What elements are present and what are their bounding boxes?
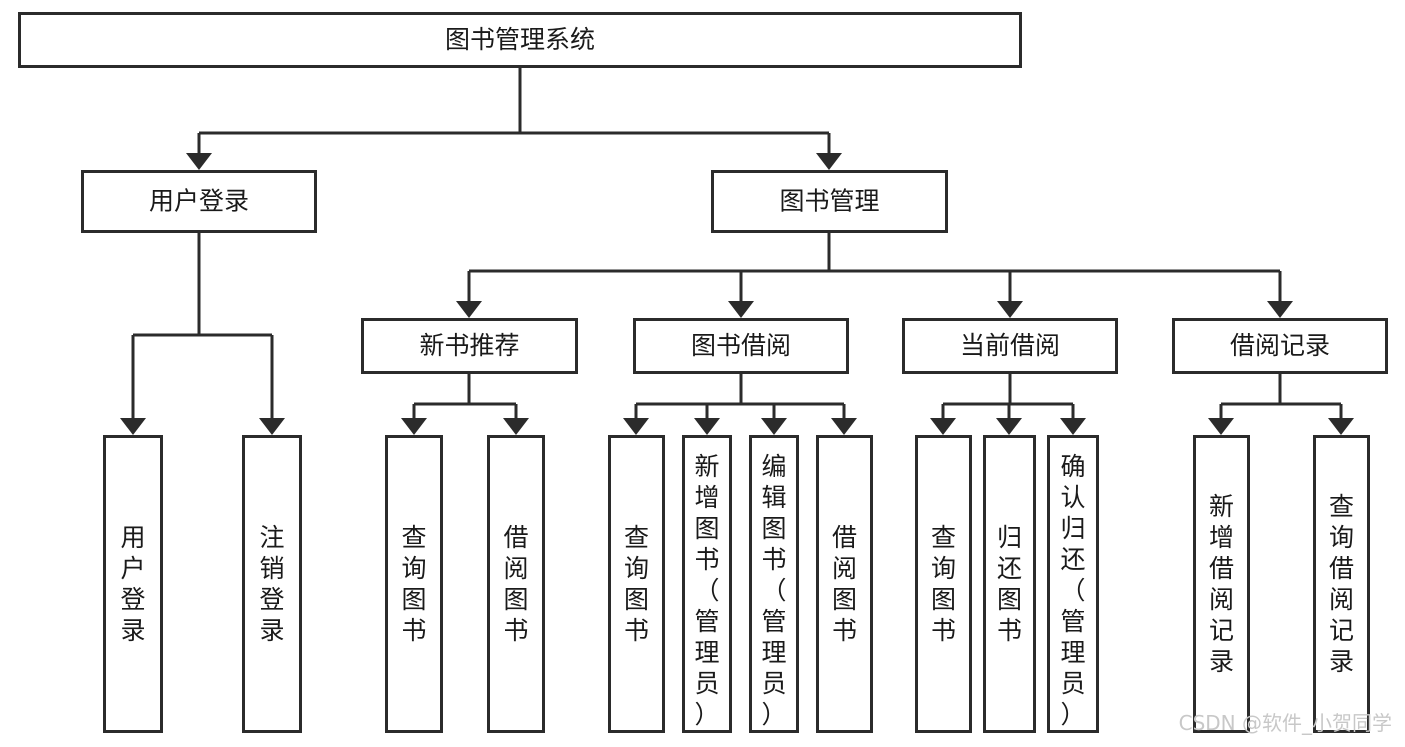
nodes-layer: 图书管理系统用户登录图书管理新书推荐图书借阅当前借阅借阅记录用户登录注销登录查询… — [18, 12, 1388, 733]
node-box — [81, 170, 317, 233]
node-label: 查询图书 — [624, 523, 649, 645]
node-label: 图书管理 — [779, 187, 879, 216]
node-leaf-borrow-book[interactable]: 借阅图书 — [816, 435, 873, 733]
node-box — [18, 12, 1022, 68]
node-leaf-borrow-book-rec[interactable]: 借阅图书 — [487, 435, 545, 733]
node-label: 借阅记录 — [1230, 331, 1330, 360]
node-leaf-logout[interactable]: 注销登录 — [242, 435, 302, 733]
node-label: 新增图书（管理员） — [694, 452, 719, 729]
node-box — [915, 435, 972, 733]
node-box — [749, 435, 799, 733]
node-box — [1193, 435, 1250, 733]
connector-bookmgmt-to-level3 — [456, 233, 1293, 318]
node-leaf-query-record[interactable]: 查询借阅记录 — [1313, 435, 1370, 733]
node-book-borrow[interactable]: 图书借阅 — [633, 318, 849, 374]
node-box — [983, 435, 1036, 733]
node-leaf-query-book-rec[interactable]: 查询图书 — [385, 435, 443, 733]
node-label: 查询图书 — [931, 523, 956, 645]
connector-root-to-level2 — [186, 68, 842, 170]
node-leaf-query-book-borrow[interactable]: 查询图书 — [608, 435, 665, 733]
node-box — [711, 170, 948, 233]
node-label: 查询借阅记录 — [1329, 492, 1354, 676]
connectors-layer — [120, 68, 1354, 435]
node-label: 新增借阅记录 — [1209, 492, 1234, 676]
node-current-borrow[interactable]: 当前借阅 — [902, 318, 1118, 374]
node-leaf-user-login[interactable]: 用户登录 — [103, 435, 163, 733]
node-label: 当前借阅 — [960, 331, 1060, 360]
node-label: 用户登录 — [120, 523, 145, 645]
connector-borrowrecord-to-leaves — [1208, 374, 1354, 435]
connector-bookborrow-to-leaves — [623, 374, 857, 435]
node-box — [385, 435, 443, 733]
node-box — [608, 435, 665, 733]
node-leaf-edit-book[interactable]: 编辑图书（管理员） — [749, 435, 799, 733]
node-label: 编辑图书（管理员） — [761, 452, 786, 729]
node-label: 图书管理系统 — [445, 25, 595, 54]
node-box — [902, 318, 1118, 374]
node-leaf-confirm-return[interactable]: 确认归还（管理员） — [1047, 435, 1099, 733]
node-leaf-add-record[interactable]: 新增借阅记录 — [1193, 435, 1250, 733]
node-box — [682, 435, 732, 733]
node-label: 借阅图书 — [832, 523, 857, 645]
node-box — [242, 435, 302, 733]
node-box — [103, 435, 163, 733]
node-new-book-rec[interactable]: 新书推荐 — [361, 318, 578, 374]
node-leaf-return-book[interactable]: 归还图书 — [983, 435, 1036, 733]
node-label: 归还图书 — [997, 523, 1022, 645]
node-leaf-add-book[interactable]: 新增图书（管理员） — [682, 435, 732, 733]
connector-currentborrow-to-leaves — [930, 374, 1086, 435]
node-box — [361, 318, 578, 374]
node-box — [1172, 318, 1388, 374]
connector-newbook-to-leaves — [401, 374, 529, 435]
node-box — [1047, 435, 1099, 733]
node-user-login[interactable]: 用户登录 — [81, 170, 317, 233]
node-box — [1313, 435, 1370, 733]
node-label: 图书借阅 — [691, 331, 791, 360]
node-box — [487, 435, 545, 733]
node-label: 用户登录 — [149, 187, 249, 216]
node-label: 查询图书 — [401, 523, 426, 645]
node-leaf-query-book-current[interactable]: 查询图书 — [915, 435, 972, 733]
node-box — [633, 318, 849, 374]
node-box — [816, 435, 873, 733]
node-book-mgmt[interactable]: 图书管理 — [711, 170, 948, 233]
csdn-watermark: CSDN @软件_小贺同学 — [1179, 711, 1392, 735]
node-label: 确认归还（管理员） — [1060, 452, 1085, 729]
node-borrow-record[interactable]: 借阅记录 — [1172, 318, 1388, 374]
node-label: 新书推荐 — [419, 331, 519, 360]
node-root[interactable]: 图书管理系统 — [18, 12, 1022, 68]
connector-userlogin-to-leaves — [120, 233, 285, 435]
node-label: 借阅图书 — [503, 523, 528, 645]
node-label: 注销登录 — [259, 523, 284, 645]
